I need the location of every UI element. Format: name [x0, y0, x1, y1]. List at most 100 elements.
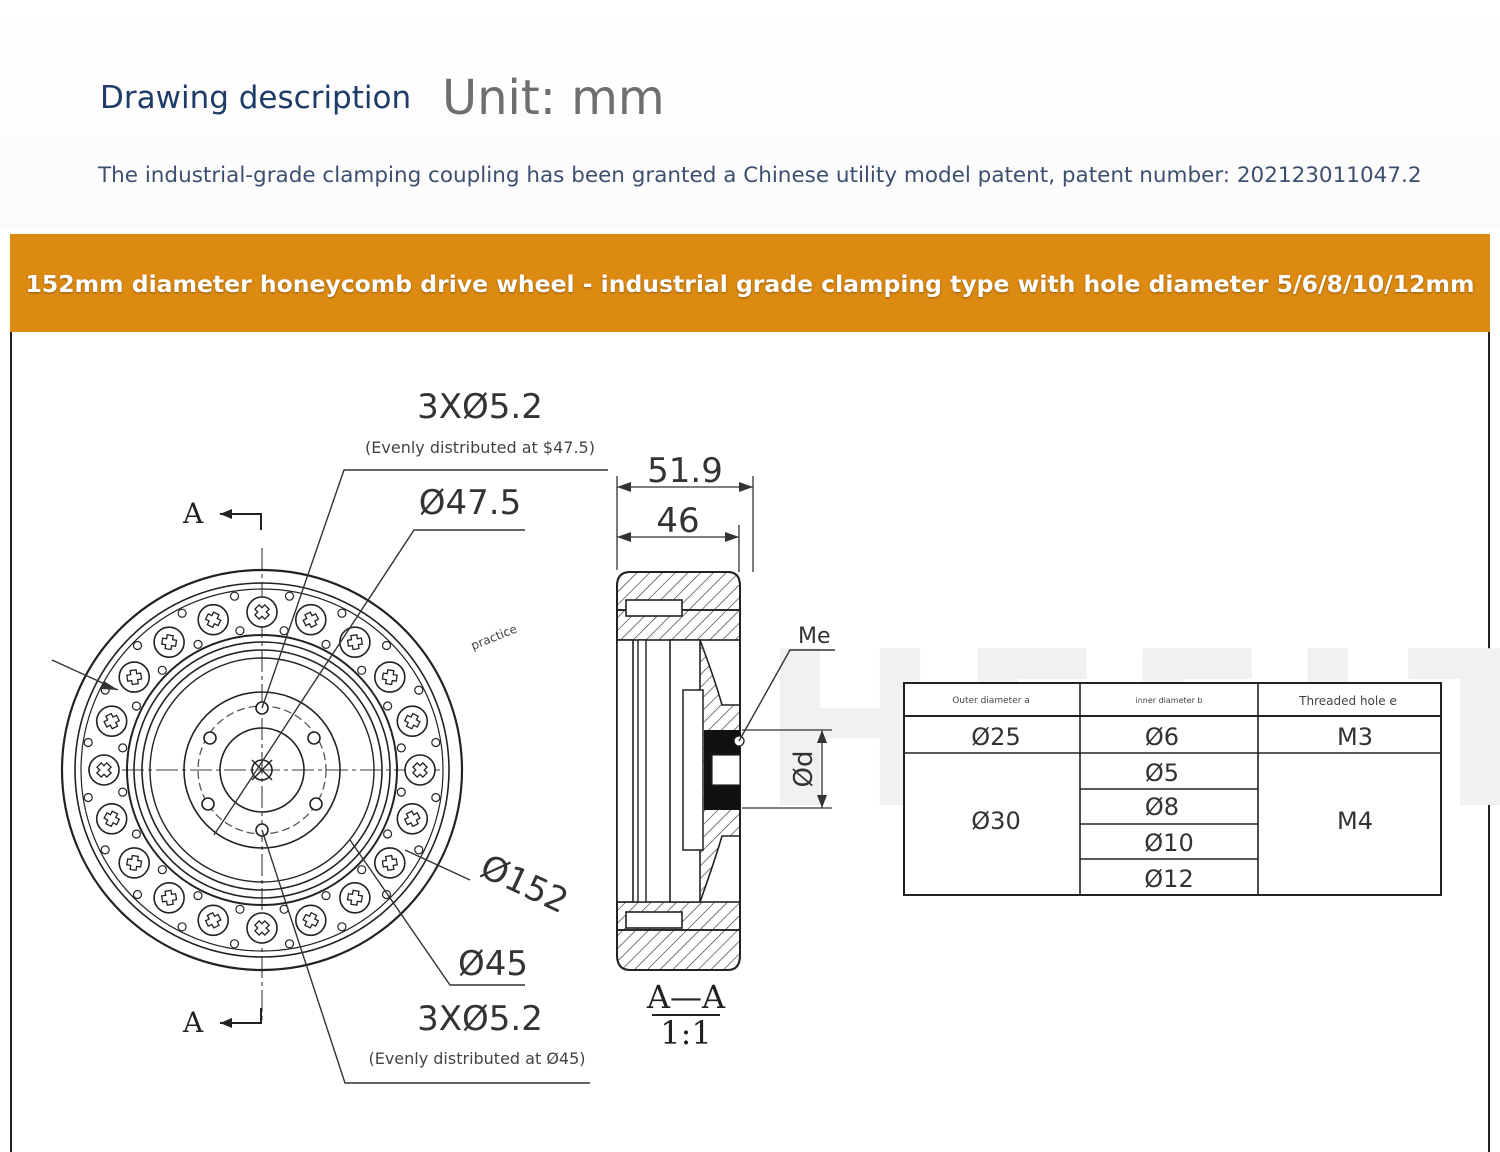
honeycomb-small-cell: [321, 639, 331, 650]
honeycomb-small-cell: [396, 787, 406, 797]
hub-detail: [682, 689, 704, 851]
honeycomb-cell: [153, 881, 185, 914]
slot-bottom: [625, 911, 683, 929]
honeycomb-cell: [339, 626, 371, 659]
honeycomb-cell: [294, 904, 327, 937]
spec-table: Outer diameter a inner diameter b Thread…: [903, 682, 1442, 896]
header-outer-diameter: Outer diameter a: [952, 696, 1030, 706]
honeycomb-small-cell: [337, 608, 347, 618]
honeycomb-cell-cross: [381, 854, 398, 872]
honeycomb-cell-cross: [126, 854, 143, 872]
dim-arrow-51-left: [617, 482, 631, 492]
mount-hole-upper-right: [307, 731, 321, 745]
honeycomb-cell-cross: [403, 810, 421, 828]
honeycomb-cell: [197, 603, 229, 636]
honeycomb-cell: [118, 661, 150, 693]
section-arrow-top: [220, 513, 262, 530]
row2-outer: Ø30: [971, 807, 1020, 835]
mount-hole-lower-right: [309, 797, 323, 811]
row1-inner: Ø6: [1145, 723, 1179, 751]
pcd-ring: [183, 691, 341, 849]
honeycomb-cell-cross: [302, 611, 320, 629]
honeycomb-cell-cross: [126, 669, 143, 686]
center-bore: [251, 759, 273, 781]
section-arrowhead-top: [220, 509, 232, 519]
holes-bottom-note: (Evenly distributed at Ø45): [368, 1049, 585, 1068]
honeycomb-cell: [118, 847, 150, 879]
honeycomb-cell-cross: [204, 911, 222, 929]
honeycomb-cell-cross: [254, 604, 270, 620]
hub-ring-2: [133, 641, 391, 899]
honeycomb-cell-cross: [96, 762, 112, 778]
honeycomb-cell-cross: [204, 611, 222, 629]
honeycomb-cell-cross: [254, 920, 270, 936]
honeycomb-small-cell: [193, 890, 203, 901]
holes-top-label: 3XØ5.2: [417, 387, 543, 427]
honeycomb-small-cell: [132, 889, 143, 900]
section-view: 51.9 46 Me Ød: [616, 451, 835, 1052]
honeycomb-small-cell: [284, 939, 295, 949]
honeycomb-cell: [197, 904, 229, 937]
honeycomb-cell: [88, 754, 120, 786]
honeycomb-small-cell: [157, 865, 167, 875]
leader-holes-top: [261, 469, 608, 709]
leader-dia-45: [349, 839, 525, 986]
section-name: A—A: [646, 978, 726, 1016]
honeycomb-cell-cross: [381, 668, 398, 686]
honeycomb-cell: [153, 626, 185, 659]
header-inner-diameter: inner diameter b: [1135, 696, 1202, 705]
honeycomb-cell-cross: [403, 712, 421, 730]
honeycomb-small-cell: [83, 737, 93, 748]
honeycomb-small-cell: [284, 591, 295, 601]
leader-dia-47: [213, 529, 525, 836]
flange-left-2: [637, 639, 647, 903]
header-section: Drawing description Unit: mm The industr…: [0, 0, 1500, 230]
banner-title: 152mm diameter honeycomb drive wheel - i…: [25, 270, 1475, 298]
row2-thread: M4: [1337, 807, 1373, 835]
honeycomb-small-cell: [118, 743, 128, 753]
honeycomb-small-cell: [431, 792, 441, 803]
row2-inner-2: Ø8: [1145, 793, 1179, 821]
honeycomb-cell-cross: [103, 712, 121, 730]
honeycomb-cell-cross: [160, 889, 178, 906]
drawing-description-title: Drawing description: [100, 80, 412, 116]
bore-slot: [711, 754, 741, 786]
row2-inner-1: Ø5: [1145, 759, 1179, 787]
honeycomb-small-cell: [337, 922, 347, 932]
coupling-circle: [219, 727, 305, 813]
dia-45-label: Ø45: [458, 944, 528, 984]
leader-dia-152-right: [404, 849, 471, 881]
holes-bottom-label: 3XØ5.2: [417, 999, 543, 1039]
header-threaded-hole: Threaded hole e: [1298, 694, 1397, 708]
honeycomb-cell: [294, 603, 327, 636]
honeycomb-small-cell: [381, 640, 392, 651]
honeycomb-small-cell: [235, 626, 245, 636]
hub-ring-4: [149, 657, 375, 883]
honeycomb-cell: [95, 705, 128, 738]
honeycomb-small-cell: [383, 829, 393, 839]
width-total-label: 51.9: [647, 451, 723, 491]
row1-outer: Ø25: [971, 723, 1020, 751]
honeycomb-small-cell: [235, 904, 245, 914]
honeycomb-cell: [396, 705, 429, 738]
honeycomb-cell-cross: [346, 634, 364, 651]
dim-arrow-46-right: [725, 532, 739, 542]
section-label-top: A: [182, 497, 204, 530]
tire-bottom-hatch: [616, 929, 741, 971]
flange-left: [616, 639, 634, 903]
hub-ring-3: [141, 649, 383, 891]
honeycomb-small-cell: [414, 685, 424, 695]
honeycomb-small-cell: [83, 792, 93, 803]
dia-47-label: Ø47.5: [419, 483, 521, 523]
width-inner-label: 46: [656, 501, 699, 541]
row2-inner-3: Ø10: [1144, 829, 1193, 857]
section-label-bottom: A: [182, 1006, 204, 1039]
honeycomb-cell-cross: [346, 889, 364, 906]
honeycomb-small-cell: [118, 787, 128, 797]
honeycomb-small-cell: [357, 865, 367, 875]
honeycomb-small-cell: [157, 665, 167, 675]
honeycomb-small-cell: [193, 639, 203, 650]
honeycomb-cell: [246, 596, 278, 628]
honeycomb-small-cell: [321, 890, 331, 901]
